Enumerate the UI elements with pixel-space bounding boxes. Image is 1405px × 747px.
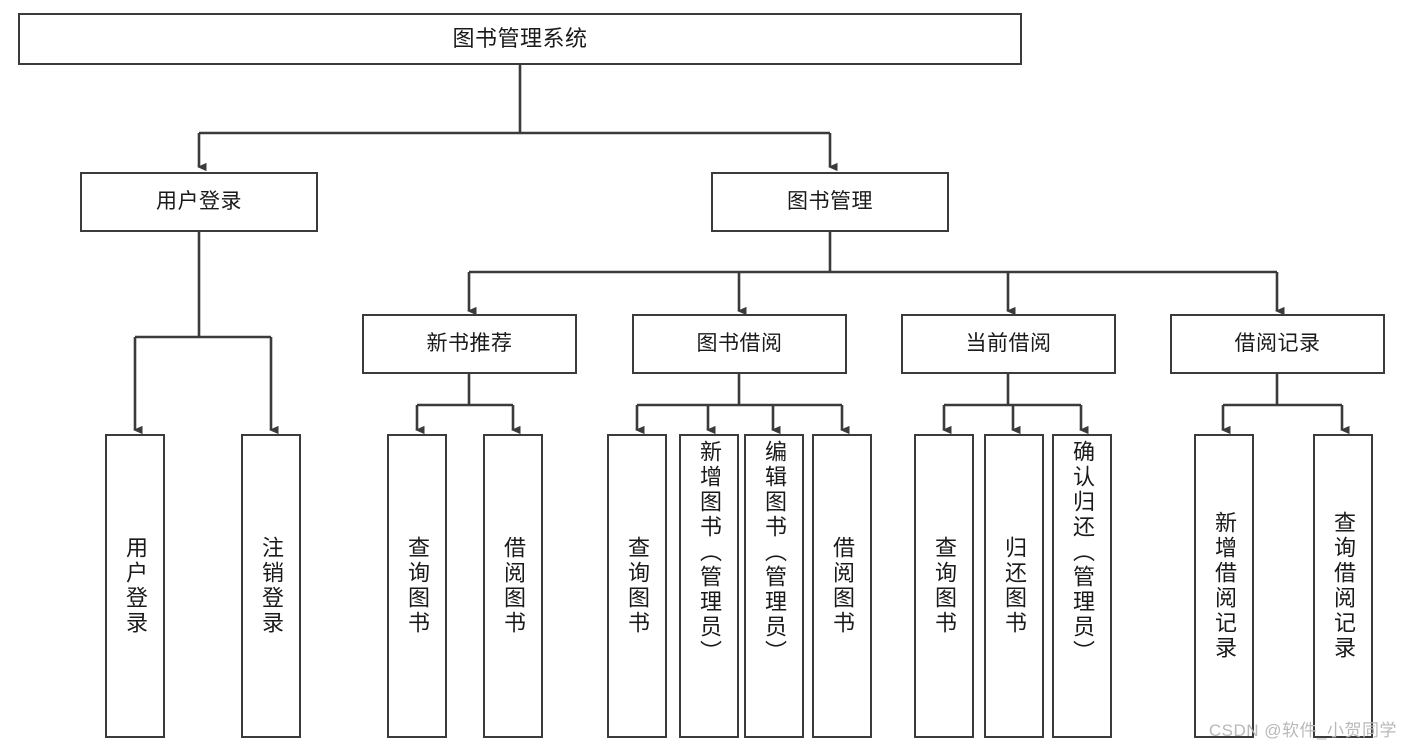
node-new-book-recommendation[interactable]: 新书推荐 — [362, 314, 577, 374]
leaf-add-book-admin[interactable]: 新增图书（管理员） — [679, 434, 739, 738]
node-label: 用户登录 — [156, 190, 242, 214]
leaf-logout-login[interactable]: 注销登录 — [241, 434, 301, 738]
leaf-query-books-recommendation[interactable]: 查询图书 — [387, 434, 447, 738]
leaf-edit-book-admin[interactable]: 编辑图书（管理员） — [744, 434, 804, 738]
leaf-query-books-current[interactable]: 查询图书 — [914, 434, 974, 738]
leaf-add-borrowing-record[interactable]: 新增借阅记录 — [1194, 434, 1254, 738]
node-label: 新增借阅记录 — [1212, 511, 1237, 661]
leaf-borrow-books-borrowing[interactable]: 借阅图书 — [812, 434, 872, 738]
node-label: 新增图书（管理员） — [697, 440, 722, 665]
leaf-confirm-return-admin[interactable]: 确认归还（管理员） — [1052, 434, 1112, 738]
leaf-borrow-books-recommendation[interactable]: 借阅图书 — [483, 434, 543, 738]
node-label: 确认归还（管理员） — [1070, 440, 1095, 665]
node-book-management[interactable]: 图书管理 — [711, 172, 949, 232]
leaf-query-books-borrowing[interactable]: 查询图书 — [607, 434, 667, 738]
node-label: 借阅图书 — [501, 536, 526, 636]
leaf-return-book[interactable]: 归还图书 — [984, 434, 1044, 738]
node-root-book-management-system[interactable]: 图书管理系统 — [18, 13, 1022, 65]
node-label: 图书管理 — [787, 190, 873, 214]
node-label: 查询图书 — [932, 536, 957, 636]
node-label: 注销登录 — [259, 536, 284, 636]
node-label: 当前借阅 — [965, 332, 1052, 356]
node-borrowing-records[interactable]: 借阅记录 — [1170, 314, 1385, 374]
node-label: 编辑图书（管理员） — [762, 440, 787, 665]
node-label: 图书借阅 — [696, 332, 783, 356]
leaf-user-login[interactable]: 用户登录 — [105, 434, 165, 738]
node-user-login[interactable]: 用户登录 — [80, 172, 318, 232]
node-label: 借阅图书 — [830, 536, 855, 636]
node-label: 查询图书 — [625, 536, 650, 636]
node-label: 图书管理系统 — [452, 25, 588, 51]
node-book-borrowing[interactable]: 图书借阅 — [632, 314, 847, 374]
node-label: 查询借阅记录 — [1331, 511, 1356, 661]
node-label: 借阅记录 — [1234, 332, 1321, 356]
node-label: 用户登录 — [123, 536, 148, 636]
node-label: 查询图书 — [405, 536, 430, 636]
leaf-query-borrowing-record[interactable]: 查询借阅记录 — [1313, 434, 1373, 738]
node-label: 新书推荐 — [426, 332, 513, 356]
node-current-borrowing[interactable]: 当前借阅 — [901, 314, 1116, 374]
node-label: 归还图书 — [1002, 536, 1027, 636]
